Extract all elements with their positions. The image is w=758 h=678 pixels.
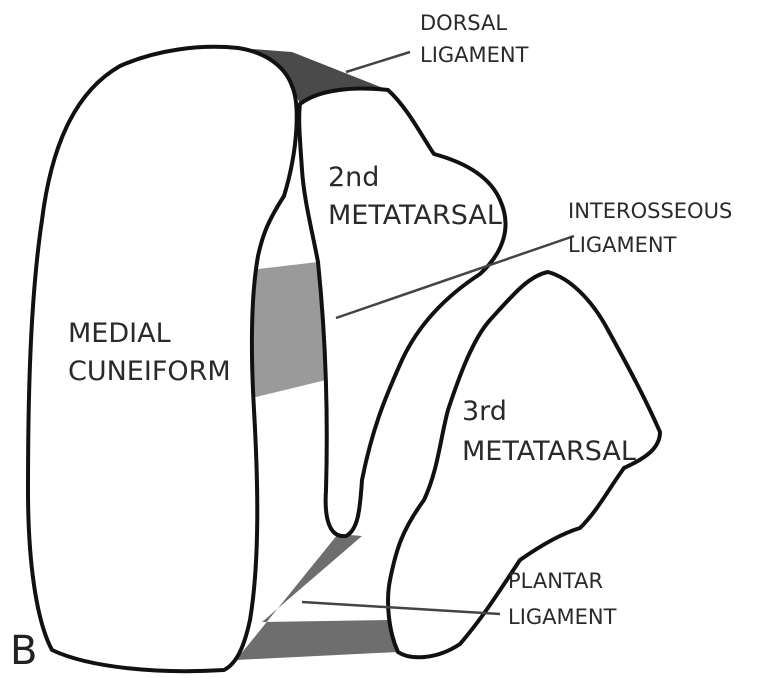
medial-cuneiform-label-line2: CUNEIFORM	[68, 356, 231, 387]
plantar-ligament-label: PLANTAR LIGAMENT	[508, 569, 617, 629]
plantar-ligament-label-line2: LIGAMENT	[508, 605, 617, 629]
dorsal-ligament-label-line1: DORSAL	[420, 11, 507, 35]
dorsal-ligament-label: DORSAL LIGAMENT	[420, 11, 529, 67]
panel-letter: B	[10, 628, 37, 674]
interosseous-ligament-band	[250, 262, 326, 398]
medial-cuneiform-label-line1: MEDIAL	[68, 318, 171, 349]
third-metatarsal-label-line1: 3rd	[462, 396, 507, 427]
interosseous-ligament-label-line1: INTEROSSEOUS	[568, 199, 732, 223]
dorsal-ligament-label-line2: LIGAMENT	[420, 43, 529, 67]
second-metatarsal-label-line2: METATARSAL	[328, 200, 502, 231]
plantar-ligament-label-line1: PLANTAR	[508, 569, 603, 593]
interosseous-ligament-label-line2: LIGAMENT	[568, 233, 677, 257]
third-metatarsal-label-line2: METATARSAL	[462, 436, 636, 467]
interosseous-ligament-label: INTEROSSEOUS LIGAMENT	[568, 199, 739, 257]
plantar-ligament-band	[236, 534, 398, 660]
second-metatarsal-label-line1: 2nd	[328, 162, 379, 193]
dorsal-ligament-leader	[346, 52, 410, 72]
